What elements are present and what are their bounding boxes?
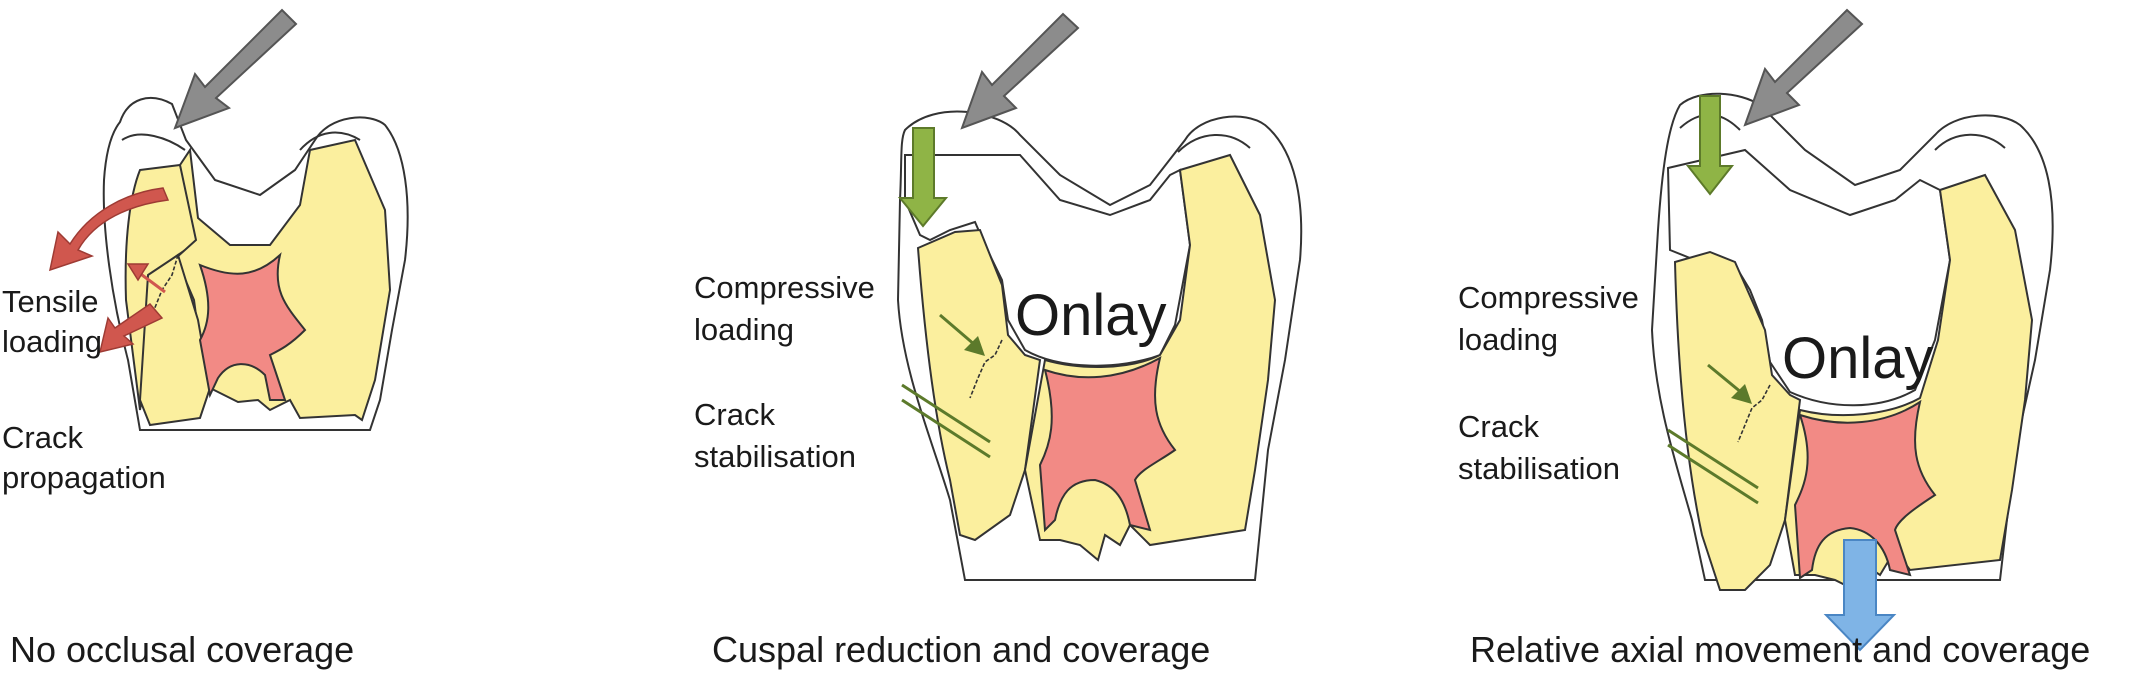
label-tensile: Tensile: [2, 284, 99, 319]
caption-panel-1: No occlusal coverage: [10, 629, 354, 670]
label-propagation: propagation: [2, 460, 166, 495]
compressive-loading-arrow-icon: [897, 127, 949, 228]
label-crack: Crack: [2, 420, 83, 455]
compressive-diagonal-arrow: [939, 313, 976, 347]
dentin-left-cusp: [916, 228, 1042, 542]
label-crack: Crack: [1458, 409, 1539, 444]
tensile-loading-arrow-icon: [48, 187, 170, 272]
enamel-inner-line: [1177, 134, 1251, 153]
crack-stabilisation-line-2: [901, 398, 991, 459]
label-compressive: Compressive: [1458, 280, 1639, 315]
compressive-diagonal-arrow-head-icon: [1731, 384, 1752, 404]
restoration-label-onlay: Onlay: [1782, 326, 1934, 391]
crack-stabilisation-line-1: [1667, 428, 1759, 490]
occlusal-load-arrow-icon: [960, 12, 1080, 130]
panel-cuspal-reduction: Onlay Compressive loading Crack stabilis…: [694, 12, 1303, 670]
pulp: [198, 252, 307, 401]
crack-propagation-arrow-icon: [98, 303, 164, 354]
dentin-left-cusp: [1673, 250, 1802, 591]
occlusal-load-arrow-icon: [1743, 8, 1864, 127]
enamel-inner-line: [121, 131, 361, 151]
crack-line: [1737, 384, 1771, 443]
crack-stabilisation-line-2: [1667, 443, 1759, 505]
caption-panel-3: Relative axial movement and coverage: [1470, 629, 2090, 670]
pulp: [1793, 399, 1937, 580]
label-loading: loading: [2, 324, 102, 359]
crack-stabilisation-line-1: [901, 383, 991, 444]
label-loading: loading: [1458, 322, 1558, 357]
onlay-restoration: [1666, 148, 1952, 407]
label-stabilisation: stabilisation: [1458, 451, 1620, 486]
label-compressive: Compressive: [694, 270, 875, 305]
compressive-loading-arrow-icon: [1685, 95, 1735, 196]
compressive-diagonal-arrow-head-icon: [964, 336, 985, 356]
panel-no-occlusal-coverage: Tensile loading Crack propagation No occ…: [2, 8, 409, 670]
restoration-label-onlay: Onlay: [1015, 283, 1167, 348]
compressive-diagonal-arrow: [1707, 363, 1743, 395]
label-stabilisation: stabilisation: [694, 439, 856, 474]
label-crack: Crack: [694, 397, 775, 432]
occlusal-load-arrow-icon: [173, 8, 298, 130]
crack-arrow-up-head-icon: [126, 263, 150, 282]
label-loading: loading: [694, 312, 794, 347]
pulp: [1038, 356, 1177, 533]
axial-movement-arrow-icon: [1823, 539, 1897, 652]
crack-arrow-up: [137, 270, 166, 294]
panel-axial-movement: Onlay Compressive loading Crack stabilis…: [1458, 8, 2090, 670]
caption-panel-2: Cuspal reduction and coverage: [712, 629, 1210, 670]
dentin-lower: [138, 253, 212, 427]
